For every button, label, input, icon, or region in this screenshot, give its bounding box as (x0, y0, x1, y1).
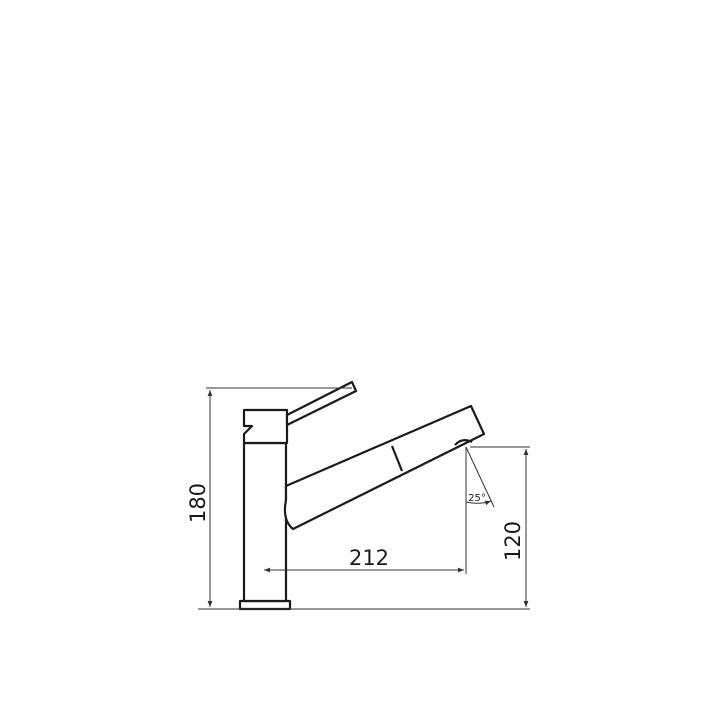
spout-joint-line (390, 445, 404, 472)
height-label: 180 (186, 483, 210, 523)
handle-head (242, 408, 289, 445)
reach-label: 212 (349, 546, 389, 570)
spout-nozzle (454, 438, 473, 446)
faucet-outline (238, 380, 486, 611)
angle-ray-inclined (465, 446, 495, 508)
base-flange (238, 599, 292, 611)
angle-label: 25° (468, 493, 486, 504)
angle-arc (465, 500, 492, 506)
faucet-body (242, 441, 288, 603)
spout-height-label: 120 (501, 521, 525, 561)
lever (285, 380, 358, 427)
dimension-lines (198, 387, 530, 610)
spout (283, 404, 486, 531)
